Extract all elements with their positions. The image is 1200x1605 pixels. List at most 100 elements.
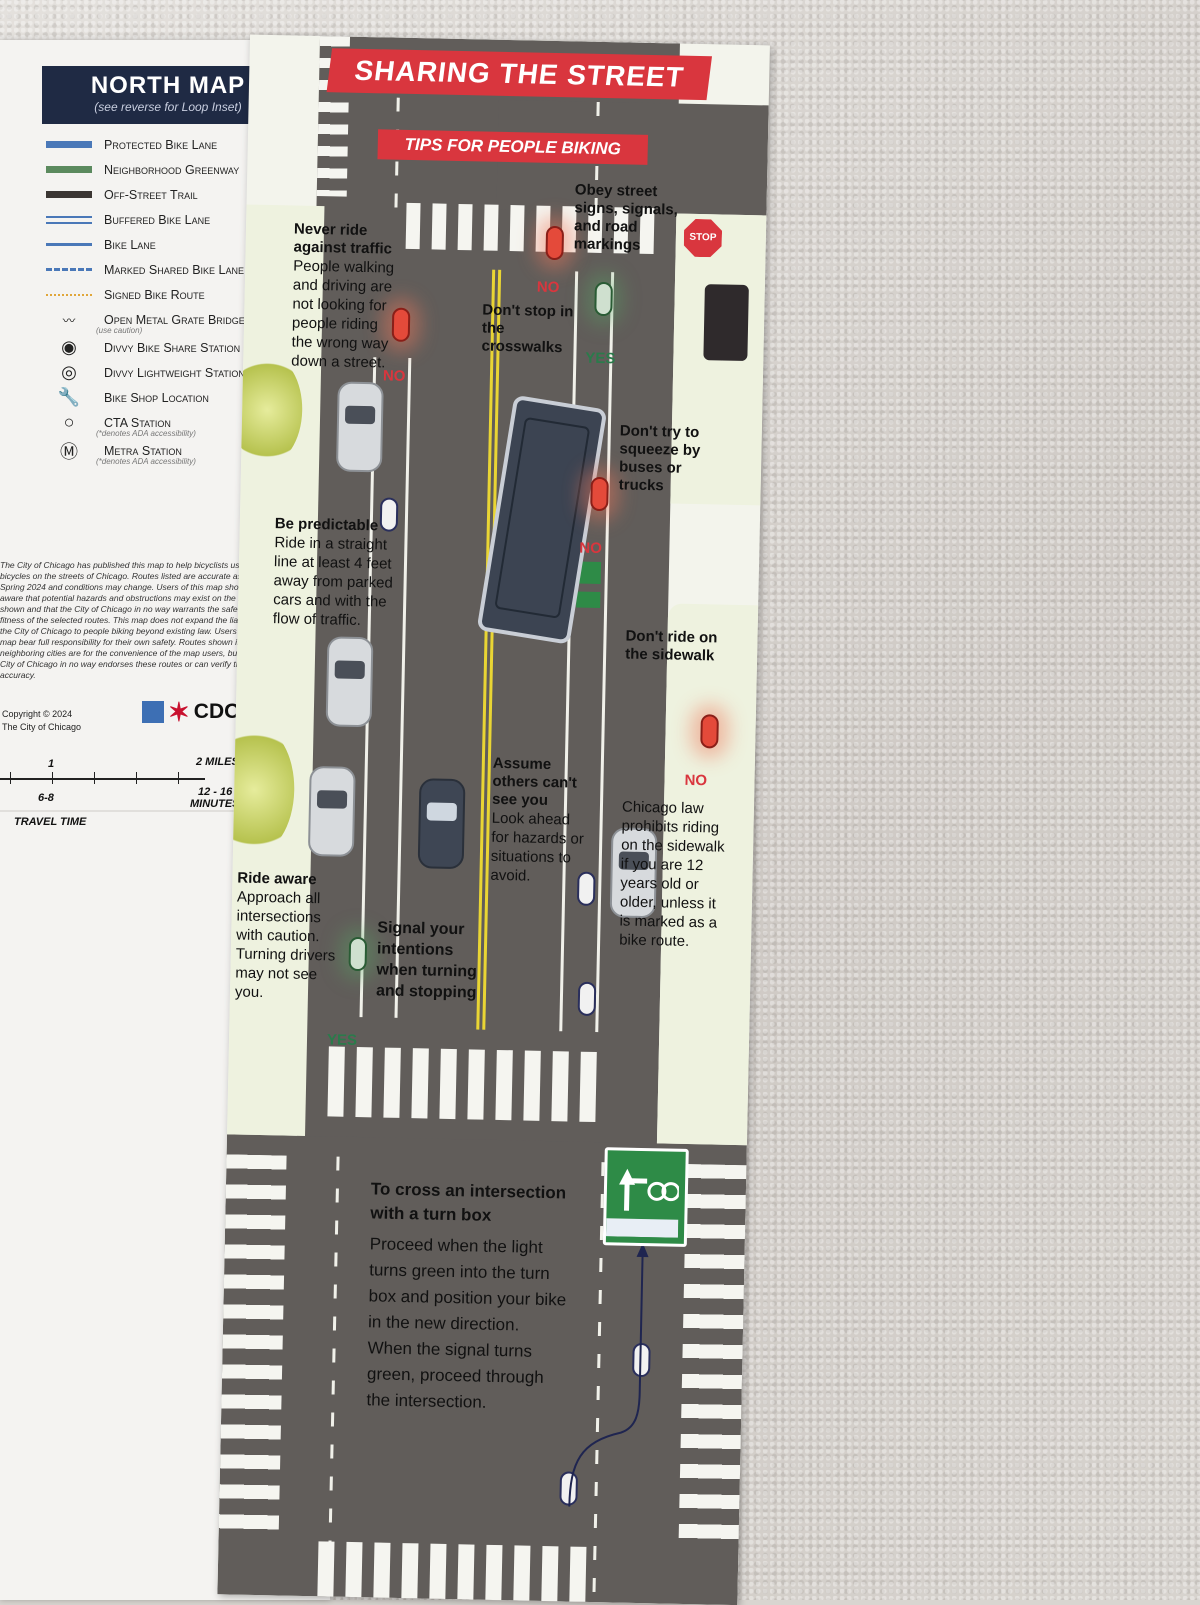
legend-row: ◎Divvy Lightweight Station <box>44 360 314 385</box>
crosswalk-middle <box>327 1046 597 1123</box>
legend-row: Neighborhood Greenway <box>44 157 314 182</box>
no-label: NO <box>684 771 708 790</box>
parked-car <box>325 636 374 728</box>
legend-label: Marked Shared Bike Lane <box>104 262 244 277</box>
tip-obey-heading: Obey street signs, signals, and road mar… <box>573 181 679 254</box>
crosswalk-bottom <box>317 1541 587 1602</box>
tip-dont-stop-heading: Don't stop in the crosswalks <box>481 301 574 357</box>
bike-lane-marker <box>577 981 597 1017</box>
legend-line-icon <box>44 239 94 251</box>
legend-line-icon <box>44 214 94 226</box>
tip-ride-aware-heading: Ride aware <box>237 869 317 889</box>
tip-squeeze-heading: Don't try to squeeze by buses or trucks <box>618 422 701 495</box>
bike-signal <box>348 936 368 972</box>
legend-label: Signed Bike Route <box>104 287 205 302</box>
legend-label: Protected Bike Lane <box>104 137 218 152</box>
map-title: NORTH MAP <box>90 72 246 99</box>
legend-label: Metra Station <box>104 443 182 458</box>
legend-line-icon <box>44 289 94 301</box>
tip-dont-stop: Don't stop in the crosswalks <box>481 301 582 357</box>
yes-label: YES <box>326 1031 358 1050</box>
tip-squeeze: Don't try to squeeze by buses or trucks <box>619 422 710 496</box>
legend-label: Divvy Bike Share Station <box>104 340 241 355</box>
crosswalk-left <box>218 1154 287 1536</box>
no-label: NO <box>536 278 560 297</box>
legend-line-icon <box>44 164 94 176</box>
parked-vehicle <box>703 284 749 362</box>
parked-car <box>335 381 384 473</box>
legend-note: (*denotes ADA accessibility) <box>96 457 196 466</box>
scale-tick <box>94 772 95 784</box>
tip-predictable-body: Ride in a straight line at least 4 feet … <box>272 534 393 630</box>
legend-note: (use caution) <box>96 326 143 335</box>
wrench-icon: 🔧 <box>57 387 81 407</box>
bike-sidewalk <box>700 714 719 749</box>
tip-sidewalk-body-box: Chicago law prohibits riding on the side… <box>619 798 726 952</box>
yes-label: YES <box>585 349 616 368</box>
legend-label: Neighborhood Greenway <box>104 162 240 177</box>
blue-square-icon <box>142 701 164 723</box>
legend-label: Open Metal Grate Bridge <box>104 312 245 327</box>
disclaimer-text: The City of Chicago has published this m… <box>0 560 265 680</box>
scale-travel-time: TRAVEL TIME <box>14 816 87 828</box>
tip-turn-box-heading: To cross an intersection with a turn box <box>370 1179 567 1225</box>
turn-path-arrow <box>568 1243 649 1507</box>
tip-turn-box-body: Proceed when the light turns green into … <box>366 1234 567 1412</box>
tip-obey: Obey street signs, signals, and road mar… <box>574 181 695 255</box>
tip-signal-heading: Signal your intentions when turning and … <box>375 919 478 1002</box>
tip-sidewalk-body: Chicago law prohibits riding on the side… <box>618 798 725 950</box>
tip-signal: Signal your intentions when turning and … <box>376 917 493 1003</box>
turn-arrow-icon <box>605 1168 681 1238</box>
legend-row: 🔧Bike Shop Location <box>44 385 314 410</box>
chicago-star-icon: ✶ <box>168 697 190 727</box>
dark-car <box>417 778 466 870</box>
legend-row: ◉ Divvy Bike Share Station <box>44 335 314 360</box>
bike-wrong-crosswalk <box>545 225 565 261</box>
paper-fold <box>0 810 330 812</box>
legend-row: Marked Shared Bike Lane <box>44 257 314 282</box>
legend-line-icon <box>44 264 94 276</box>
tip-sidewalk-heading-box: Don't ride on the sidewalk <box>625 628 726 666</box>
scale-tick <box>136 772 137 784</box>
copyright-line-1: Copyright © 2024 <box>2 709 73 719</box>
legend-label: Buffered Bike Lane <box>104 212 211 227</box>
legend-line-icon: 〰 <box>62 314 76 328</box>
copyright: Copyright © 2024 The City of Chicago <box>2 708 81 734</box>
metra-station-icon: Ⓜ <box>60 441 78 462</box>
legend-row: Protected Bike Lane <box>44 132 314 157</box>
scale-tick <box>52 772 53 784</box>
scale-time-2: 12 - 16 <box>198 786 233 798</box>
legend-row: Bike Lane <box>44 232 314 257</box>
legend-row: Signed Bike Route <box>44 282 314 307</box>
scale-time-1: 6-8 <box>38 792 54 804</box>
tip-assume-heading: Assume others can't see you <box>491 754 578 809</box>
legend-label: Bike Lane <box>104 237 156 252</box>
scale-tick <box>178 772 179 784</box>
legend-note: (*denotes ADA accessibility) <box>96 429 196 438</box>
bike-squeeze <box>590 476 609 512</box>
green-paint <box>576 591 601 609</box>
divvy-lightweight-icon: ◎ <box>61 362 77 382</box>
tip-predictable: Be predictable Ride in a straight line a… <box>273 515 410 631</box>
legend-row: Off-Street Trail <box>44 182 314 207</box>
tip-turn-box: To cross an intersection with a turn box… <box>366 1177 571 1417</box>
legend-row: ○CTA Station <box>44 410 314 435</box>
tip-ride-aware: Ride aware Approach all intersections wi… <box>235 869 348 1003</box>
tip-ride-aware-body: Approach all intersections with caution.… <box>234 888 336 1002</box>
parked-car <box>307 765 356 857</box>
bike-correct-stop <box>594 281 613 317</box>
strip-title: SHARING THE STREET <box>326 48 713 101</box>
legend-label: CTA Station <box>104 415 171 430</box>
crosswalk-right <box>678 1163 747 1546</box>
divvy-station-icon: ◉ <box>61 337 77 357</box>
legend-row: Ⓜ Metra Station <box>44 438 314 463</box>
tip-never-ride-heading: Never ride against traffic <box>293 220 393 258</box>
scale-minutes: MINUTES <box>190 798 240 810</box>
tip-never-ride-body: People walking and driving are not looki… <box>291 257 395 372</box>
scale-label-1: 1 <box>48 758 55 770</box>
legend-line-icon <box>44 139 94 151</box>
legend-row: Buffered Bike Lane <box>44 207 314 232</box>
scale-line <box>0 778 205 780</box>
tip-assume: Assume others can't see you Look ahead f… <box>490 755 593 887</box>
